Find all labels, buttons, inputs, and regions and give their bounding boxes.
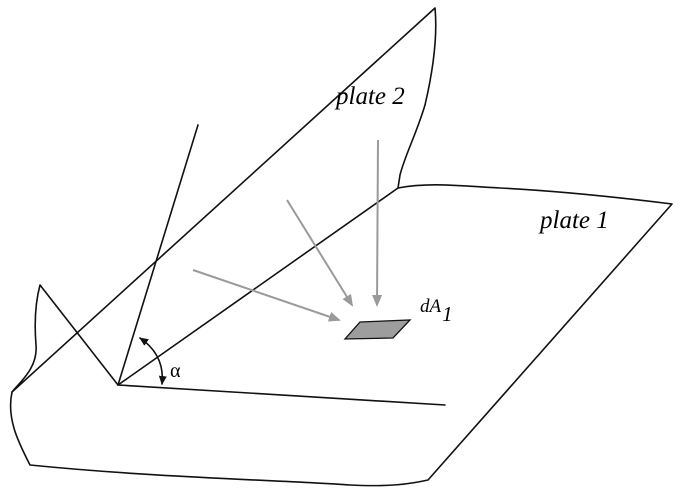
plate-2-outline <box>11 7 437 393</box>
angle-arc <box>139 337 167 385</box>
arrow-diagonal <box>286 199 354 307</box>
label-plate-1: plate 1 <box>538 207 609 234</box>
label-plate-2: plate 2 <box>334 83 405 110</box>
label-area-subscript: 1 <box>442 302 453 326</box>
arrow-from-plate-2 <box>372 139 383 307</box>
area-element-dA1 <box>343 319 412 340</box>
plate-1-outline <box>9 184 673 487</box>
reference-line <box>117 384 446 406</box>
label-angle-alpha: α <box>170 360 181 382</box>
label-area: dA1 <box>420 296 453 326</box>
arrow-horizontal <box>192 269 341 322</box>
normal-line <box>117 124 199 386</box>
label-area-main: dA <box>420 296 442 317</box>
